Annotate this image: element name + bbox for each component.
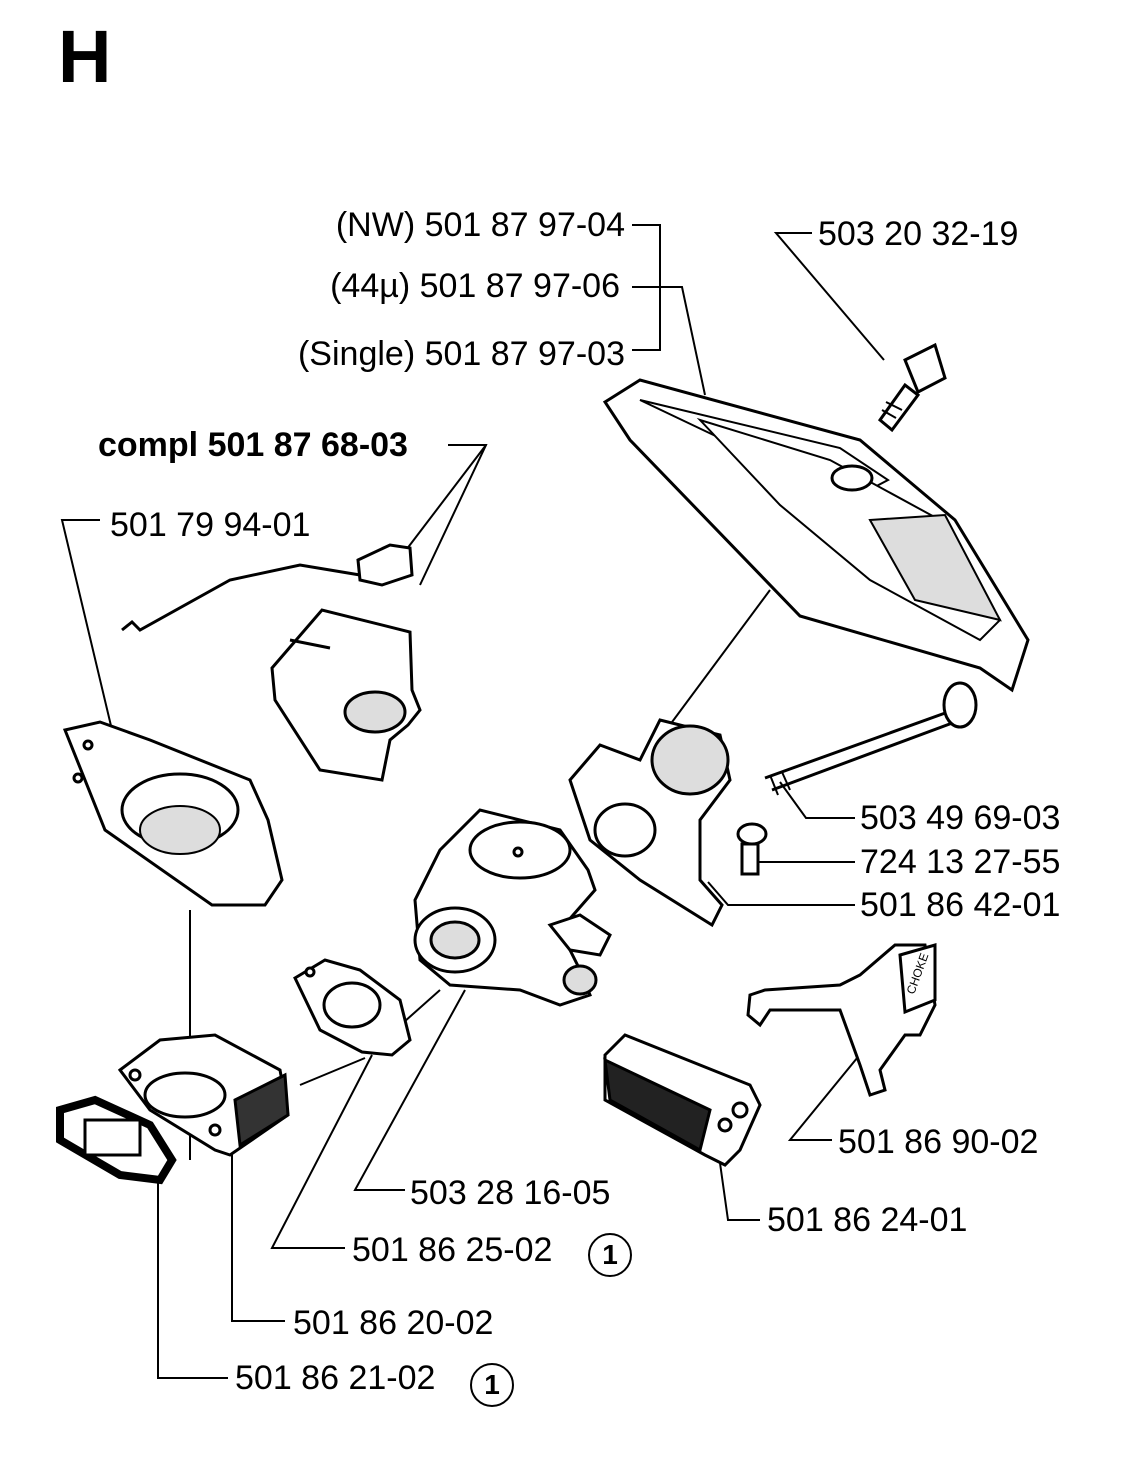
leader-rod xyxy=(60,519,113,731)
small-screw xyxy=(736,822,768,876)
top-screw xyxy=(877,342,947,433)
label-choke: 501 86 90-02 xyxy=(838,1123,1039,1161)
leader-inlet-gasket xyxy=(157,1162,228,1379)
label-screw-top: 503 20 32-19 xyxy=(818,215,1019,253)
leader-long-bolt xyxy=(779,781,855,819)
inlet-gasket xyxy=(56,1095,177,1185)
choke-lever: CHOKE xyxy=(746,943,937,1097)
choke-lever-block xyxy=(270,608,422,782)
ref-mark-inlet-gasket: 1 xyxy=(470,1363,514,1407)
label-long-bolt: 503 49 69-03 xyxy=(860,799,1061,837)
flange-plate xyxy=(62,720,284,907)
leader-nut xyxy=(707,881,855,906)
label-compl: compl 501 87 68-03 xyxy=(98,426,408,464)
carburetor xyxy=(413,808,612,1007)
leader-carburetor xyxy=(353,989,466,1191)
leader-air-filter-44 xyxy=(632,286,706,396)
choke-rod xyxy=(121,543,414,632)
leader-insulator xyxy=(231,1142,285,1322)
manifold xyxy=(568,718,732,928)
label-rod: 501 79 94-01 xyxy=(110,506,311,544)
label-inlet-gasket: 501 86 21-02 xyxy=(235,1359,436,1397)
filter-block xyxy=(603,1033,762,1167)
leader-compl xyxy=(419,444,488,586)
leader-screw-top xyxy=(773,232,885,361)
label-insulator: 501 86 20-02 xyxy=(293,1304,494,1342)
long-bolt xyxy=(764,681,978,796)
label-carb-gasket: 501 86 25-02 xyxy=(352,1231,553,1269)
section-letter: H xyxy=(58,15,112,98)
leader-filter-block xyxy=(719,1162,760,1221)
label-air-filter-single: (Single) 501 87 97-03 xyxy=(297,335,625,373)
label-filter-block: 501 86 24-01 xyxy=(767,1201,968,1239)
air-filter-cover xyxy=(602,378,1030,693)
label-nut: 501 86 42-01 xyxy=(860,886,1061,924)
label-air-filter-44: (44µ) 501 87 97-06 xyxy=(330,267,620,305)
leader-carb-gasket xyxy=(270,1054,373,1249)
label-screw: 724 13 27-55 xyxy=(860,843,1061,881)
ref-mark-carb-gasket: 1 xyxy=(588,1233,632,1277)
leader-choke xyxy=(787,1051,863,1141)
label-carburetor: 503 28 16-05 xyxy=(410,1174,611,1212)
carb-gasket xyxy=(293,958,412,1057)
insulator xyxy=(117,1033,290,1157)
label-air-filter-nw: (NW) 501 87 97-04 xyxy=(335,206,625,244)
